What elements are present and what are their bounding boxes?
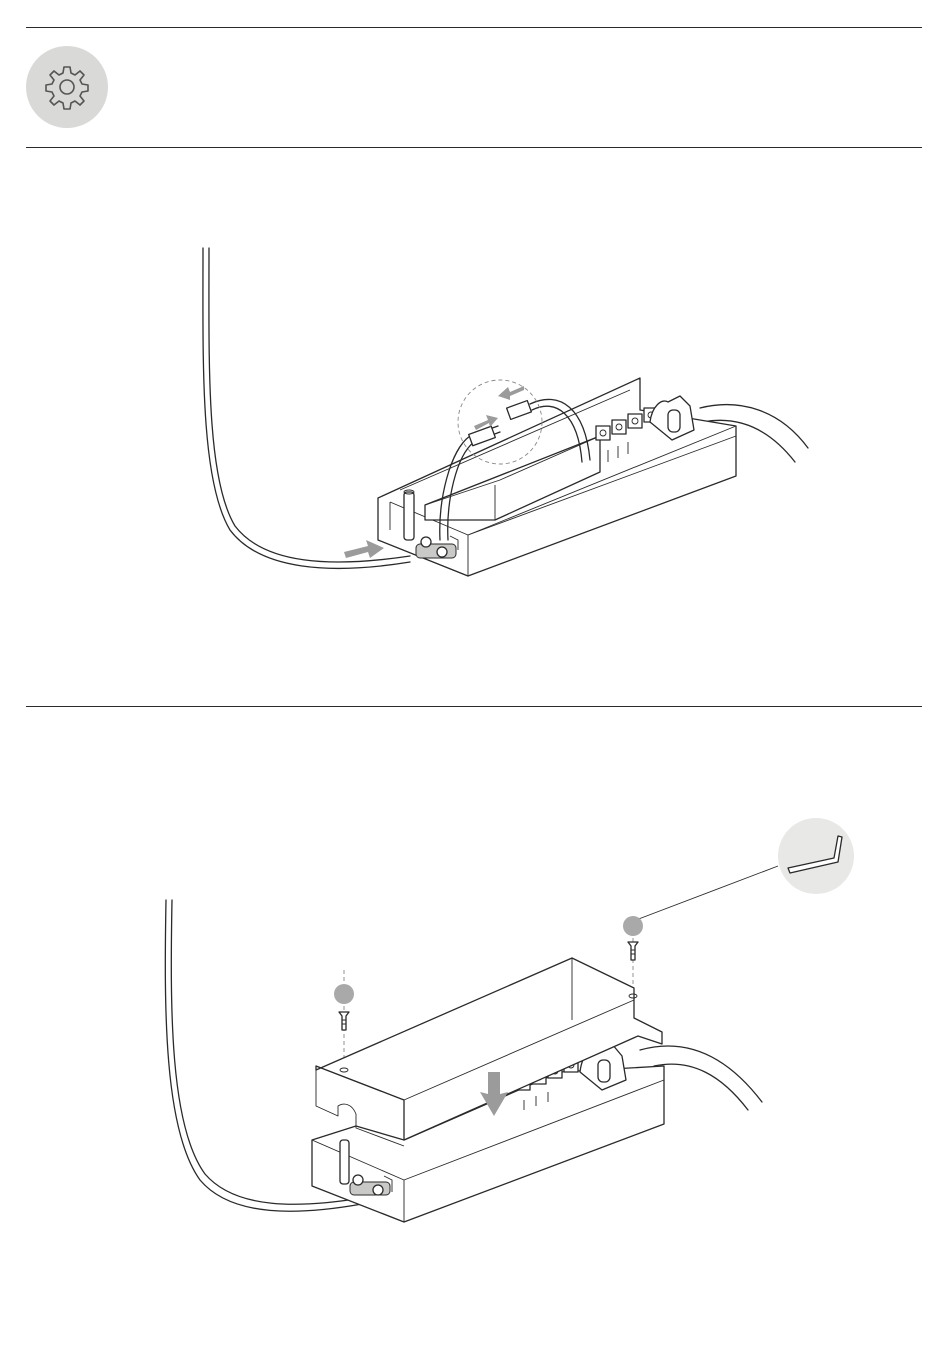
screw-right-icon	[628, 942, 638, 960]
insert-arrow-icon	[344, 540, 384, 558]
connector-female	[469, 426, 496, 445]
screw-marker-left	[334, 984, 354, 1004]
settings-badge	[26, 46, 108, 128]
step2-illustration	[0, 810, 950, 1240]
tool-callout	[778, 818, 854, 894]
connector-male	[507, 401, 532, 420]
screw-left-icon	[339, 1012, 349, 1030]
step1-illustration	[0, 240, 950, 600]
connect-arrow-left-icon	[498, 386, 524, 400]
step-divider	[26, 706, 922, 707]
header-rule	[26, 147, 922, 148]
gear-icon	[43, 63, 91, 111]
top-rule	[26, 27, 922, 28]
callout-leader	[636, 866, 778, 920]
screw-marker-right	[623, 916, 643, 936]
